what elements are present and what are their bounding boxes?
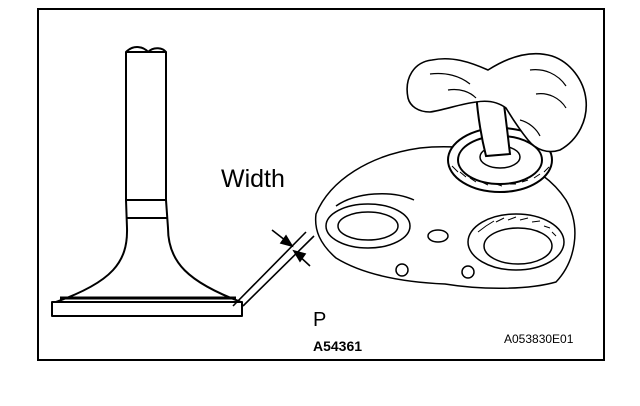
width-label: Width — [221, 165, 285, 193]
lapped-valve-ridges — [451, 165, 550, 187]
valve — [51, 46, 243, 317]
bolt-hole — [427, 229, 449, 243]
arrow-head-lower — [292, 249, 307, 263]
arrow-head-upper — [279, 234, 294, 248]
finger-lines — [429, 69, 567, 137]
chamber-edge — [335, 193, 415, 207]
width-dimension — [232, 229, 315, 307]
hole-small-1 — [395, 263, 409, 277]
part-code: A54361 — [313, 338, 363, 354]
valve-body — [55, 51, 242, 303]
figure-code: A053830E01 — [504, 332, 574, 346]
leader-line-outer — [232, 231, 307, 307]
valve-head-margin — [51, 301, 243, 317]
cylinder-head — [314, 52, 587, 290]
chamber-recess-left-inner — [337, 211, 399, 241]
point-label: P — [313, 309, 327, 331]
hand — [406, 52, 587, 153]
leader-line-inner — [242, 235, 315, 307]
seat-hatching — [477, 216, 557, 237]
hole-small-2 — [461, 265, 475, 279]
valve-seat-right — [467, 213, 565, 271]
valve-seat-right-inner — [483, 227, 553, 265]
chamber-recess-left — [325, 203, 411, 249]
